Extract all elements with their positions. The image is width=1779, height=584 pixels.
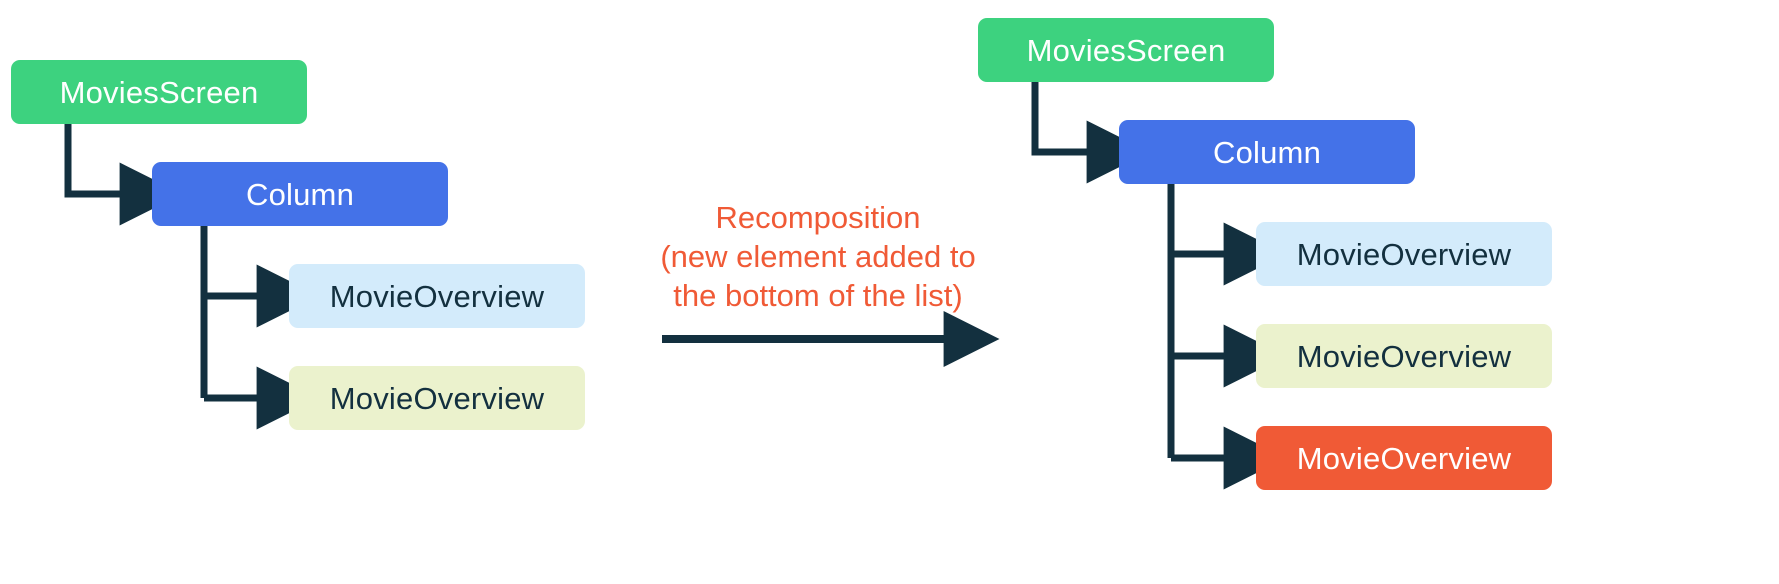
node-column-before[interactable]: Column <box>152 162 448 226</box>
recomposition-caption: Recomposition (new element added to the … <box>660 200 976 314</box>
node-moviesscreen-after[interactable]: MoviesScreen <box>978 18 1274 82</box>
node-movieoverview-after-3-new[interactable]: MovieOverview <box>1256 426 1552 490</box>
edge-column-trunk-right <box>1167 184 1287 490</box>
node-movieoverview-before-1[interactable]: MovieOverview <box>289 264 585 328</box>
node-movieoverview-after-2[interactable]: MovieOverview <box>1256 324 1552 388</box>
node-moviesscreen-before[interactable]: MoviesScreen <box>11 60 307 124</box>
node-movieoverview-after-1[interactable]: MovieOverview <box>1256 222 1552 286</box>
edge-moviesscreen-to-column-left <box>64 124 183 226</box>
edge-moviesscreen-to-column-right <box>1031 82 1150 184</box>
node-movieoverview-before-2[interactable]: MovieOverview <box>289 366 585 430</box>
node-column-after[interactable]: Column <box>1119 120 1415 184</box>
edge-column-trunk-left <box>200 226 320 430</box>
